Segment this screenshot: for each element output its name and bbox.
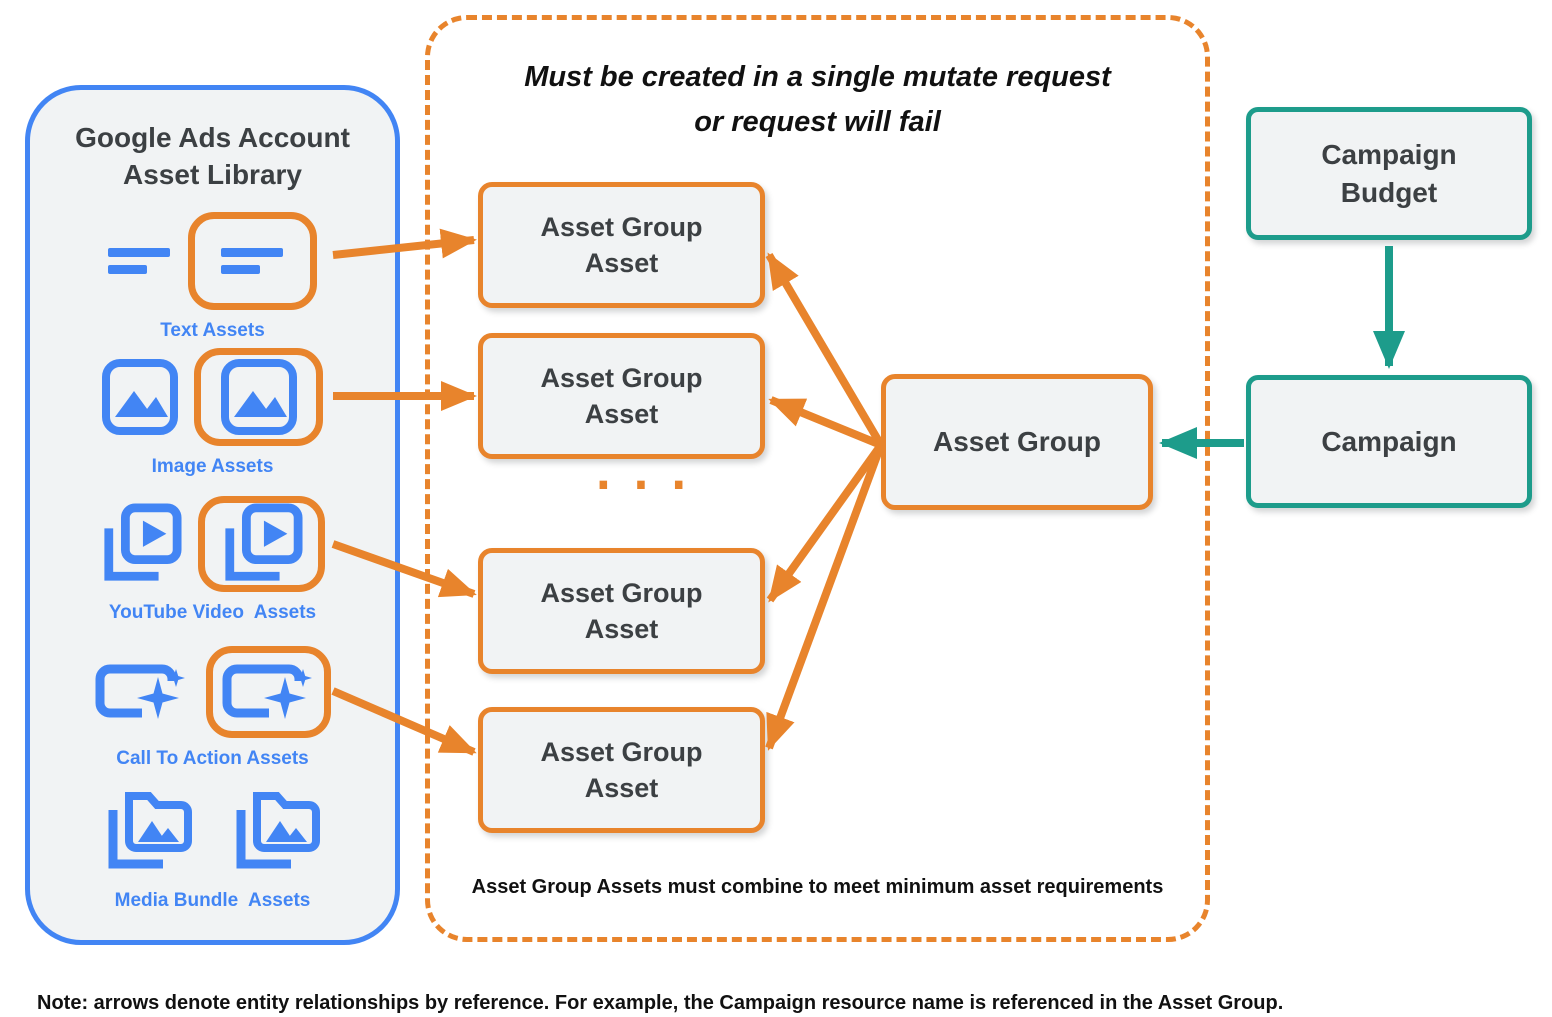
campaign-budget-box: Campaign Budget — [1246, 107, 1532, 240]
asset-label-media-bundle: Media Bundle Assets — [114, 890, 311, 911]
asset-group-asset-box-3: Asset Group Asset — [478, 548, 765, 674]
asset-library-title: Google Ads Account Asset Library — [75, 122, 350, 190]
asset-row-media-bundle: Media Bundle Assets — [30, 788, 395, 912]
asset-row-video: YouTube Video Assets — [30, 496, 395, 624]
text-lines-icon — [108, 247, 170, 274]
asset-label-cta: Call To Action Assets — [116, 748, 309, 769]
asset-group-asset-box-1: Asset Group Asset — [478, 182, 765, 308]
mutate-request-title: Must be created in a single mutate reque… — [524, 61, 1111, 138]
highlight-ring — [206, 646, 331, 738]
media-bundle-folder-icon — [108, 792, 192, 869]
asset-group-asset-box-2: Asset Group Asset — [478, 333, 765, 459]
footer-note: Note: arrows denote entity relationships… — [37, 992, 1284, 1014]
cta-sparkle-icon — [95, 664, 185, 719]
video-stack-icon — [104, 503, 182, 581]
cta-sparkle-icon — [222, 664, 312, 719]
ellipsis-more-assets: ... — [589, 446, 703, 500]
image-icon — [102, 359, 178, 435]
mutate-footnote: Asset Group Assets must combine to meet … — [471, 876, 1164, 898]
asset-row-image: Image Assets — [30, 348, 395, 478]
asset-row-cta: Call To Action Assets — [30, 646, 395, 770]
asset-label-image: Image Assets — [151, 456, 274, 477]
highlight-ring — [198, 496, 325, 592]
text-lines-icon — [220, 247, 283, 274]
asset-row-text: Text Assets — [30, 212, 395, 342]
asset-group-box: Asset Group — [881, 374, 1153, 510]
asset-group-asset-box-4: Asset Group Asset — [478, 707, 765, 833]
highlight-ring — [194, 348, 323, 446]
asset-label-text: Text Assets — [160, 320, 265, 341]
video-stack-icon — [224, 503, 303, 581]
image-icon — [220, 359, 297, 435]
asset-label-video: YouTube Video Assets — [108, 602, 317, 623]
media-bundle-folder-icon — [236, 792, 320, 869]
highlight-ring — [188, 212, 317, 310]
asset-library-panel: Google Ads Account Asset Library Text As… — [25, 85, 400, 945]
campaign-box: Campaign — [1246, 375, 1532, 508]
